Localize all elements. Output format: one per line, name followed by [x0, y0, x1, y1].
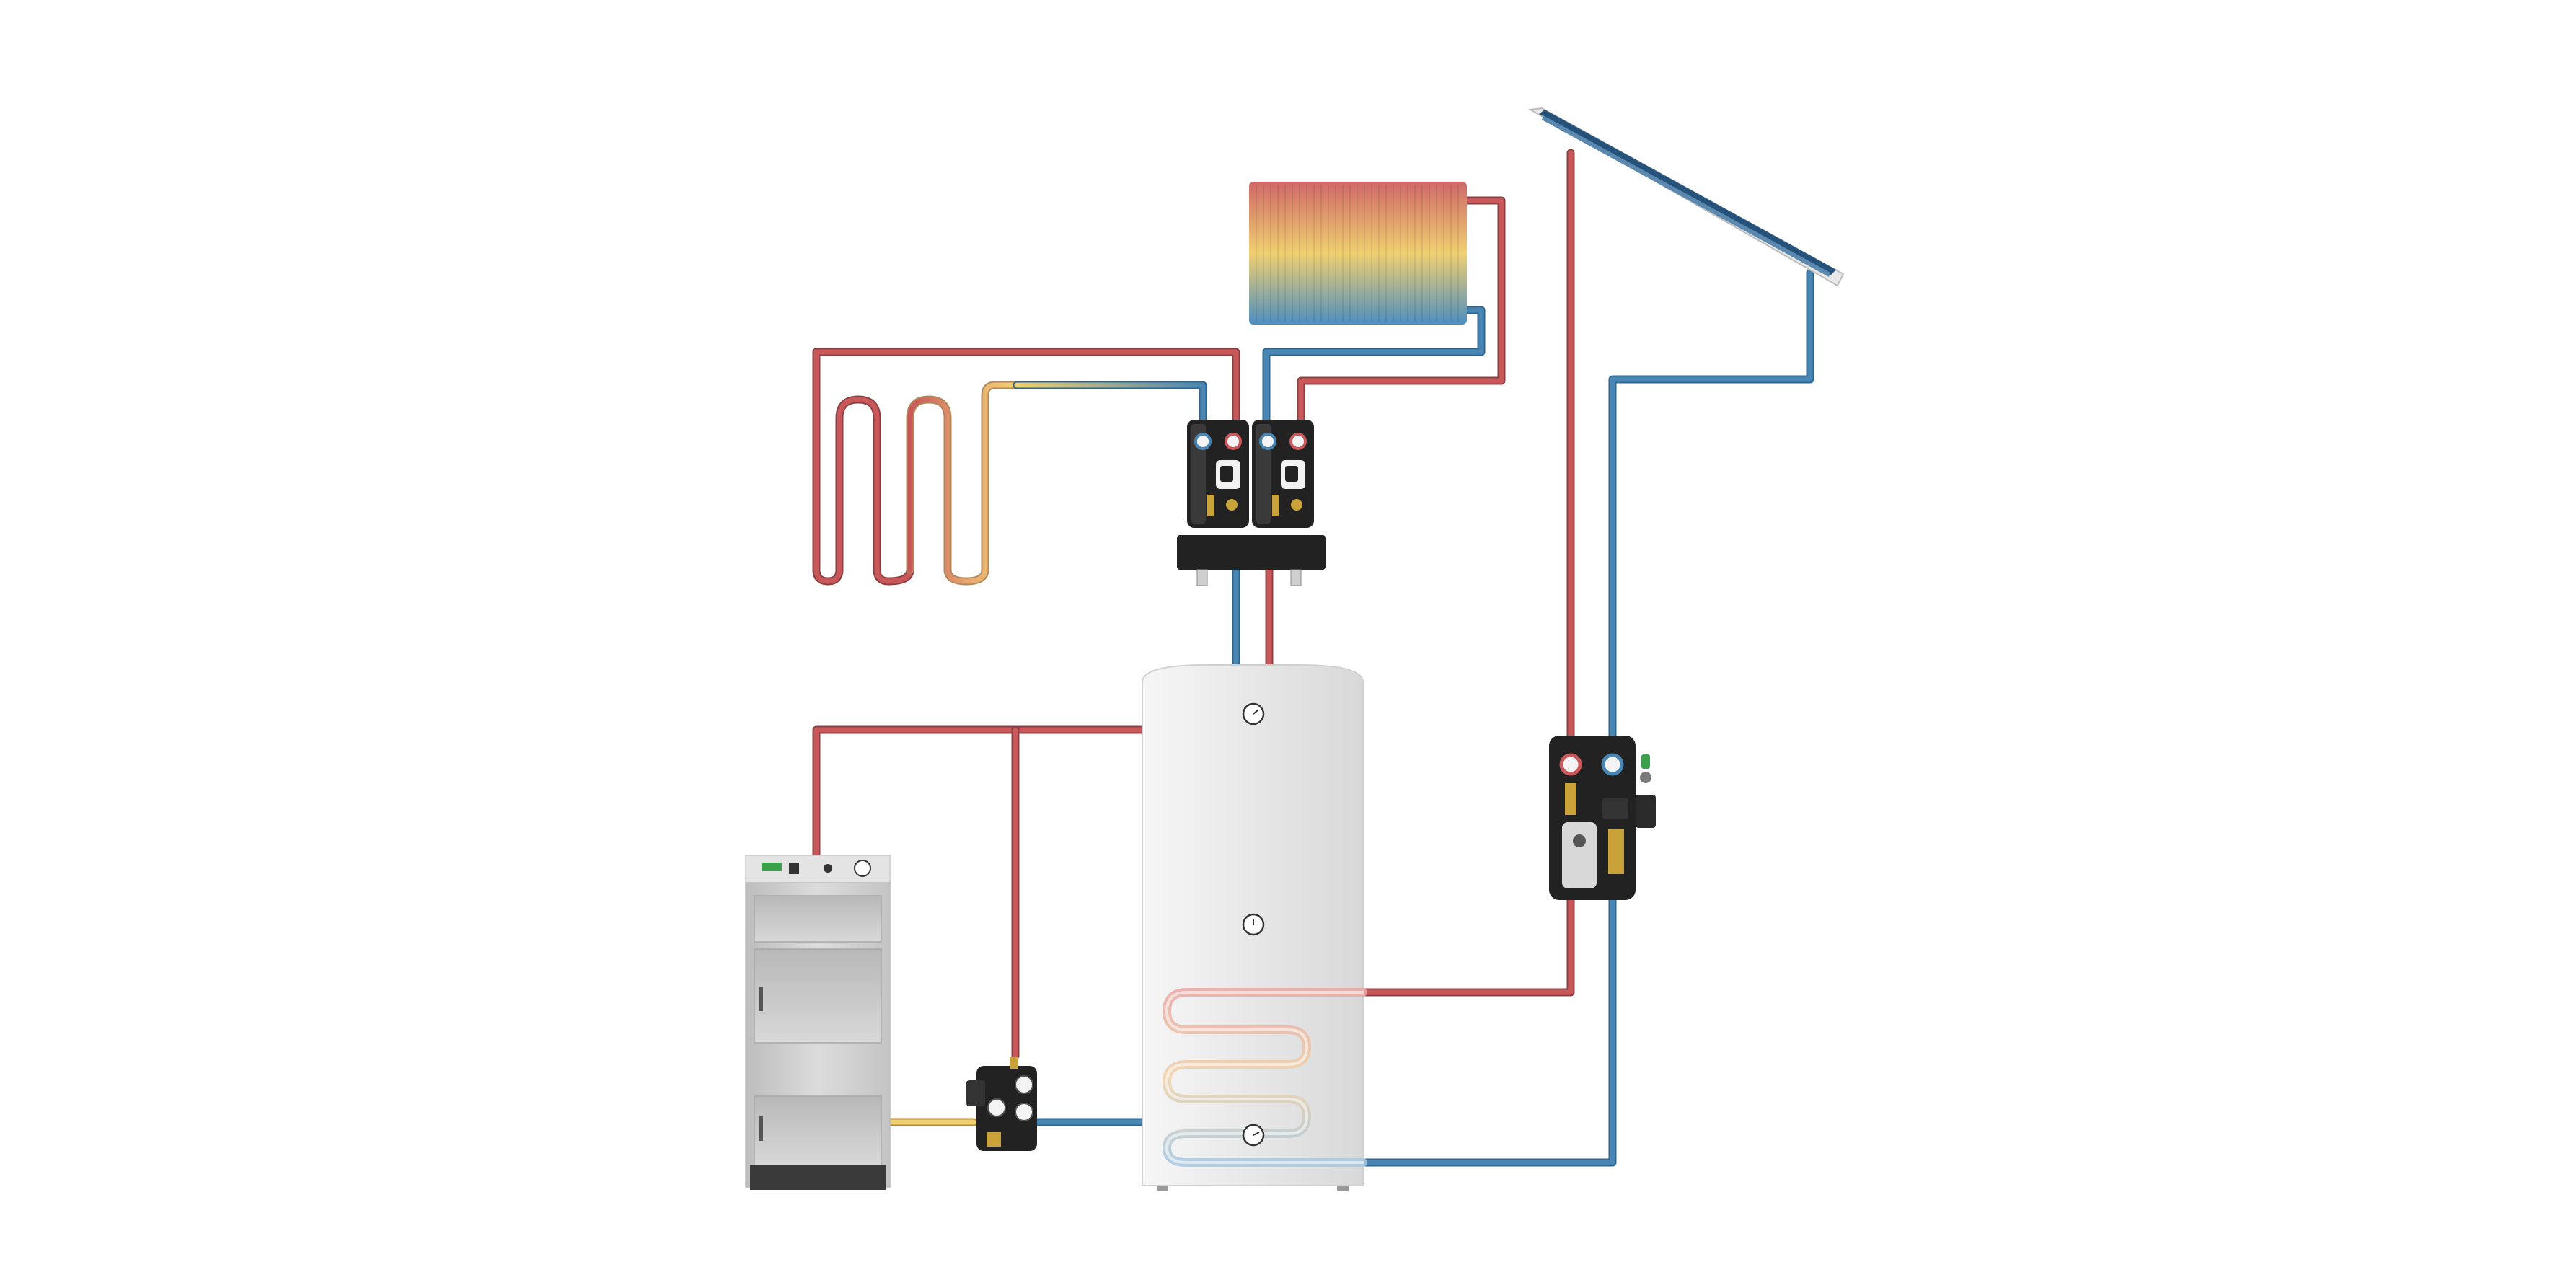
- solar-supply-pipe: [1359, 149, 1575, 997]
- heat-exchanger-coil-icon: [1163, 988, 1367, 1167]
- radiator-icon: [1249, 182, 1467, 325]
- tank-thermometer-bottom: [1242, 1124, 1265, 1147]
- return-mixing-valve-icon: [966, 1057, 1037, 1151]
- solar-pump-station-icon: [1549, 736, 1656, 900]
- tank-thermometer-top: [1242, 702, 1265, 725]
- underfloor-loop: [906, 381, 1021, 586]
- pump-station-left: [1187, 420, 1249, 528]
- underfloor-supply-pipe: [812, 348, 1240, 586]
- solar-return-pipe: [1359, 268, 1814, 1167]
- boiler-icon: [745, 855, 891, 1190]
- radiator-supply-pipe: [1297, 196, 1506, 437]
- boiler-supply-pipe: [812, 725, 1147, 1060]
- manifold-to-tank-pipes: [1232, 565, 1274, 674]
- pump-station-right: [1252, 420, 1314, 528]
- underfloor-return-pipe: [1013, 381, 1207, 437]
- solar-collector-icon: [1527, 107, 1845, 287]
- distribution-manifold-icon: [1177, 535, 1326, 586]
- tank-thermometer-middle: [1242, 913, 1265, 936]
- radiator-return-pipe: [1262, 306, 1486, 437]
